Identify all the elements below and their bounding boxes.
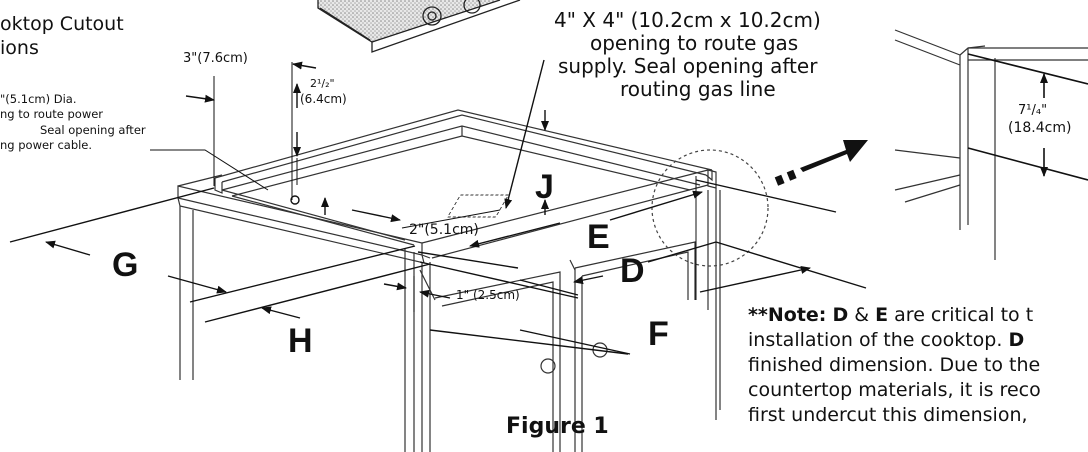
note-line1: **Note: D & E are critical to t <box>748 303 1041 328</box>
note-e: E <box>875 304 889 326</box>
figure-caption: Figure 1 <box>506 414 609 439</box>
dim-7quarter-b: (18.4cm) <box>1008 120 1072 136</box>
label-J: J <box>535 168 554 206</box>
dim-7quarter-a: 7¹/₄" <box>1018 103 1048 118</box>
dim-2in: 2"(5.1cm) <box>409 222 479 238</box>
note-line4: countertop materials, it is reco <box>748 379 1041 401</box>
note-label: Note: <box>767 304 827 326</box>
dimension-lines <box>9 59 867 355</box>
label-D: D <box>620 252 645 290</box>
label-F: F <box>648 315 669 353</box>
detail-view <box>894 29 1088 260</box>
note-line3: finished dimension. Due to the <box>748 354 1041 376</box>
note-line2-a: installation of the cooktop. <box>748 329 1009 351</box>
dim-2half-b: (6.4cm) <box>300 92 347 106</box>
figure-title-line1: oktop Cutout <box>0 13 124 35</box>
label-E: E <box>587 218 610 256</box>
note-line1-rest: are critical to t <box>888 304 1034 326</box>
note-line5: first undercut this dimension, <box>748 404 1028 426</box>
dim-3in: 3"(7.6cm) <box>183 51 248 66</box>
dim-2half-a: 2¹/₂" <box>310 77 335 90</box>
critical-dimension-note: **Note: D & E are critical to t installa… <box>748 303 1041 428</box>
gas-note-line1: 4" X 4" (10.2cm x 10.2cm) <box>554 8 821 32</box>
detail-dimension-lines <box>967 53 1088 181</box>
cooktop-illustration <box>317 0 521 53</box>
note-line2-d: D <box>1008 329 1025 351</box>
note-prefix: ** <box>748 304 768 326</box>
note-amp: & <box>848 304 876 326</box>
gas-note-line4: routing gas line <box>620 77 776 101</box>
power-note-line3: Seal opening after <box>40 123 146 137</box>
note-d: D <box>832 304 849 326</box>
gas-note-line2: opening to route gas <box>590 31 799 55</box>
dim-1in: 1" (2.5cm) <box>456 288 520 302</box>
power-note-line4: ng power cable. <box>0 138 93 152</box>
detail-arrow <box>774 140 868 186</box>
power-note-line2: ng to route power <box>0 107 104 121</box>
detail-circle <box>651 149 769 267</box>
note-line2: installation of the cooktop. D <box>748 328 1041 353</box>
power-note-line1: "(5.1cm) Dia. <box>0 92 77 106</box>
label-H: H <box>288 322 313 360</box>
label-G: G <box>112 246 139 284</box>
figure-title-line2: ions <box>0 37 39 59</box>
gas-note-line3: supply. Seal opening after <box>558 54 818 78</box>
